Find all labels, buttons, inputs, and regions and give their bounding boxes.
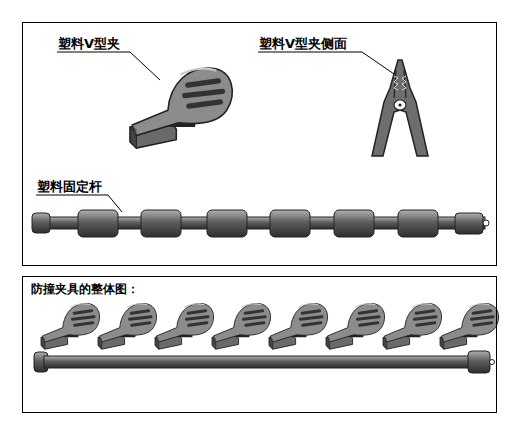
leader-line xyxy=(57,52,160,80)
v-clip xyxy=(130,68,232,148)
part-label: 塑料固定杆 xyxy=(37,178,102,196)
part-label: 塑料V型夹 xyxy=(58,35,120,53)
assembly xyxy=(34,303,499,373)
panel-heading: 防撞夹具的整体图： xyxy=(31,281,139,298)
leader-line xyxy=(258,52,394,74)
part-label: 塑料V型夹侧面 xyxy=(259,35,347,53)
panel-box: 防撞夹具的整体图： xyxy=(22,276,497,413)
fixing-rod xyxy=(32,210,489,237)
v-clip-side xyxy=(372,60,428,156)
leader-line xyxy=(36,195,122,212)
top-panel xyxy=(23,23,497,266)
